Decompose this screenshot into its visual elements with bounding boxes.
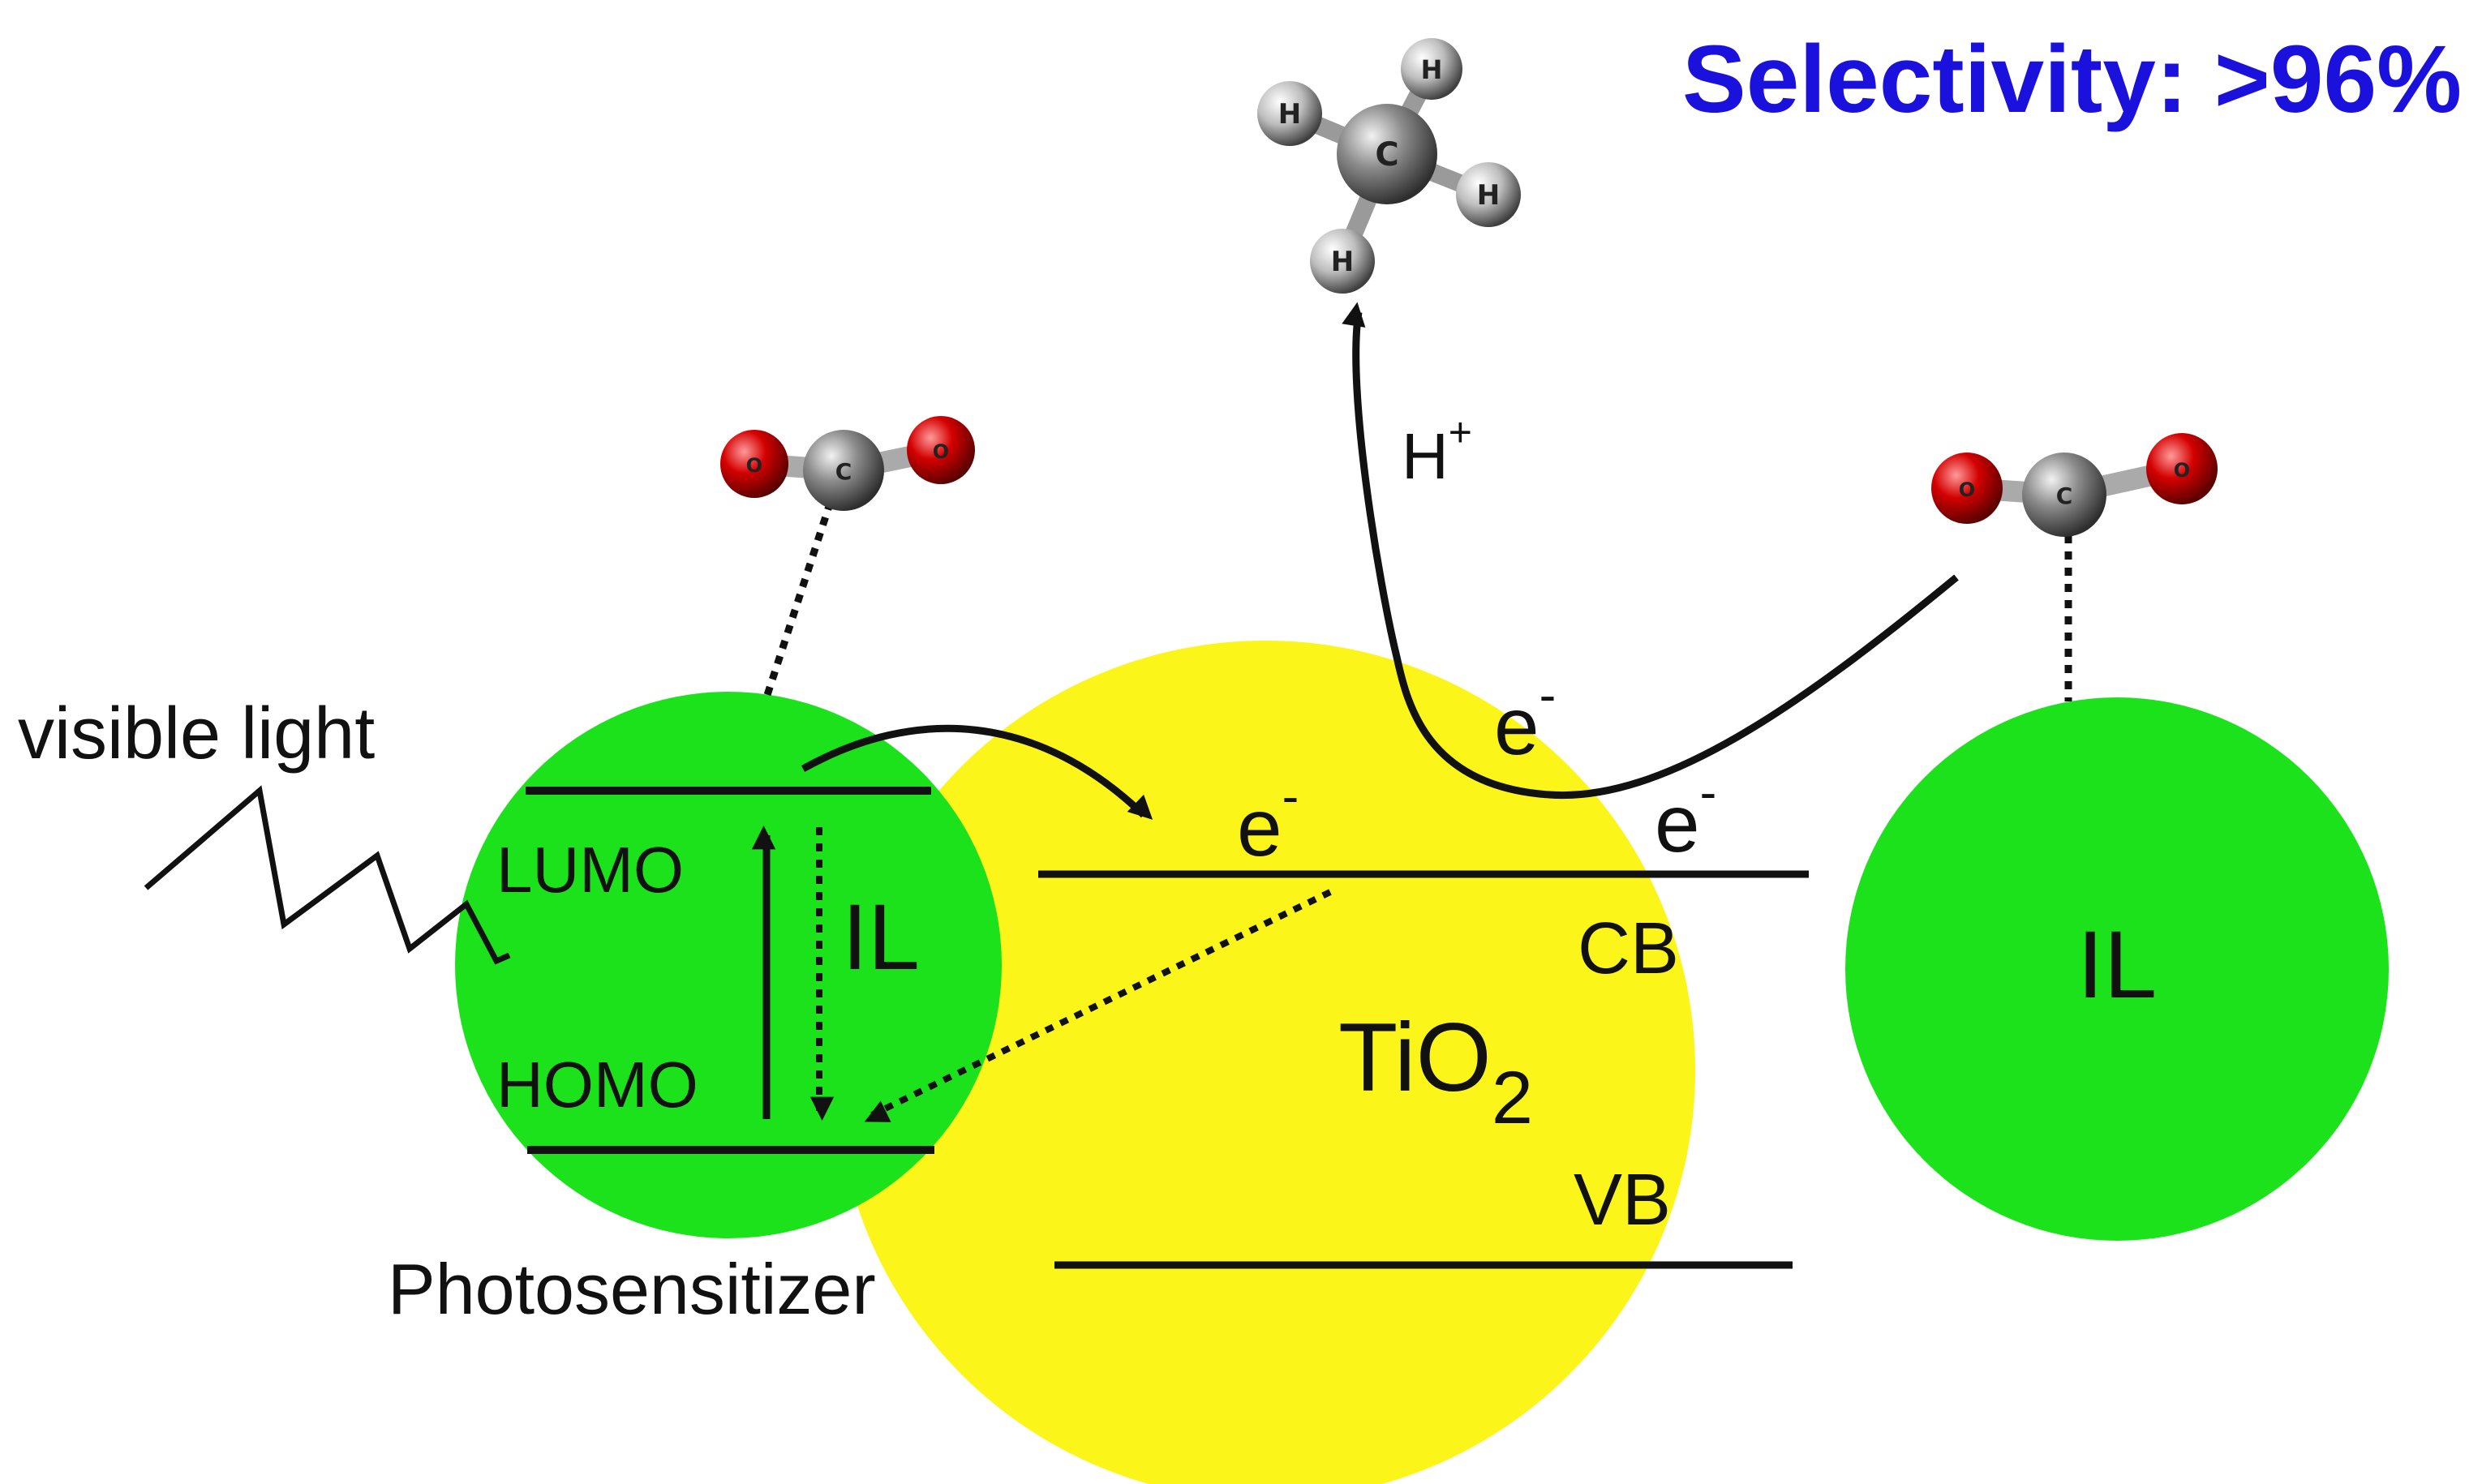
electron-label-injected: e- xyxy=(1237,769,1299,873)
atom-label-c: C xyxy=(2056,483,2073,509)
proton-symbol: H xyxy=(1402,420,1449,492)
tio2-label: TiO2 xyxy=(1338,1003,1533,1139)
atom-label-c: C xyxy=(1375,136,1398,174)
tio2-particle xyxy=(835,641,1695,1484)
atom-label-h: H xyxy=(1477,179,1500,212)
atom-label-h: H xyxy=(1421,54,1443,85)
tio2-label-subscript: 2 xyxy=(1492,1057,1533,1139)
atom-label-h: H xyxy=(1278,98,1301,131)
methane-molecule-icon: H H H H C xyxy=(1257,38,1521,294)
il-particle-right xyxy=(1845,697,2389,1241)
zigzag-light-icon xyxy=(144,785,511,965)
atom-label-o: O xyxy=(746,454,762,477)
proton-charge: + xyxy=(1449,410,1472,455)
electron-injection-arrow xyxy=(801,724,1153,820)
carbon-dioxide-molecule-icon: O O C xyxy=(720,416,975,511)
atom-label-o: O xyxy=(2174,459,2190,482)
photosensitizer-label: Photosensitizer xyxy=(388,1249,876,1329)
co2-reduction-arrow xyxy=(1342,302,1959,800)
il-label-left: IL xyxy=(842,886,920,989)
electron-symbol: e xyxy=(1494,681,1539,772)
tio2-label-main: TiO xyxy=(1338,1003,1492,1112)
electron-symbol: e xyxy=(1655,778,1700,869)
cb-label: CB xyxy=(1578,908,1679,989)
electron-label-cb: e- xyxy=(1655,765,1716,869)
atom-label-o: O xyxy=(1959,478,1975,501)
vb-label: VB xyxy=(1574,1160,1671,1241)
atom-label-o: O xyxy=(933,440,949,463)
electron-symbol: e xyxy=(1237,783,1282,873)
atom-label-h: H xyxy=(1331,246,1354,278)
selectivity-label: Selectivity: >96% xyxy=(1682,26,2462,133)
atom-label-c: C xyxy=(835,458,852,485)
electron-charge: - xyxy=(1700,765,1717,821)
back-transfer-arrow xyxy=(864,889,1332,1122)
electron-charge: - xyxy=(1282,769,1299,825)
electron-charge: - xyxy=(1539,667,1557,723)
homo-label: HOMO xyxy=(496,1049,698,1121)
carbon-dioxide-molecule-icon: O O C xyxy=(1931,433,2218,537)
lumo-label: LUMO xyxy=(496,834,684,906)
co2-adsorption-link-left xyxy=(762,485,840,699)
electron-label-transfer: e- xyxy=(1494,667,1556,772)
visible-light-label: visible light xyxy=(18,693,375,774)
proton-label: H+ xyxy=(1402,410,1472,492)
il-label-right: IL xyxy=(2077,911,2157,1019)
